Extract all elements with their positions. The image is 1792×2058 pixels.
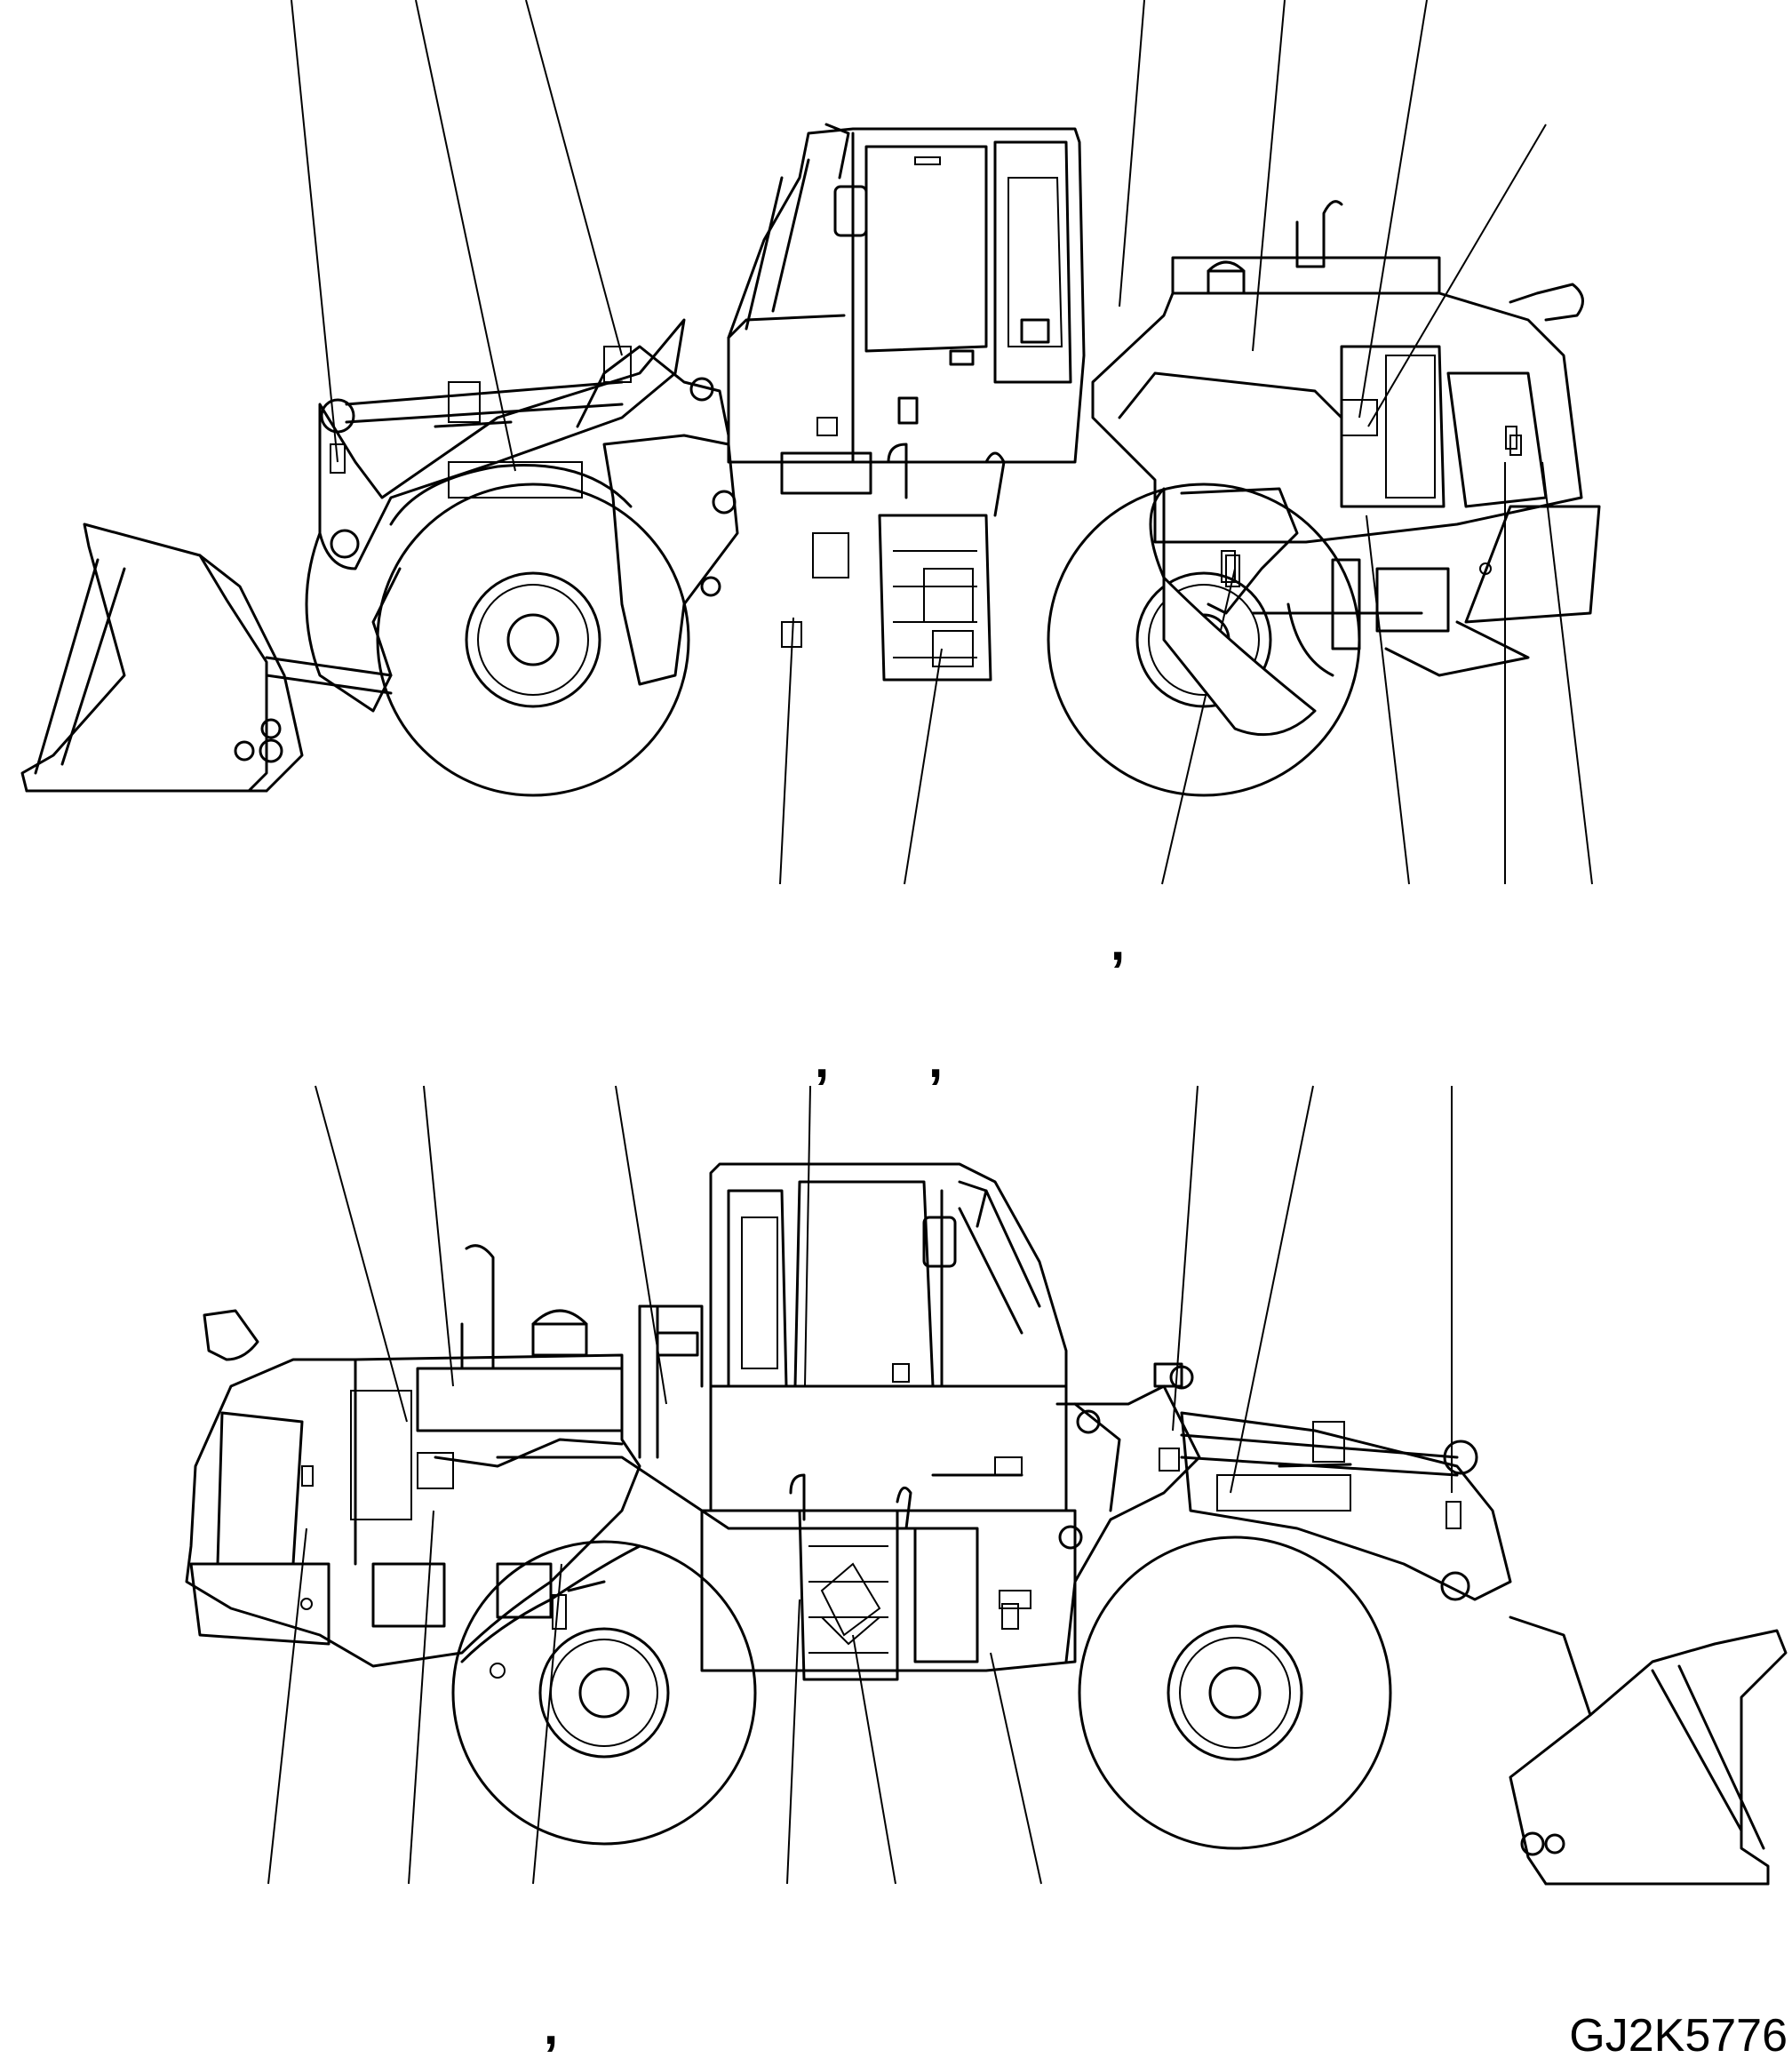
grille-left — [350, 1390, 412, 1520]
handrails — [638, 1304, 704, 1459]
front-frame-right — [1055, 1362, 1201, 1663]
bottom-leader-lines — [267, 1085, 1453, 1885]
rear-frame-right — [371, 1562, 606, 1679]
engine-hood — [1091, 200, 1601, 624]
bucket-right — [1509, 1615, 1788, 1886]
front-wheel-right — [1078, 1536, 1392, 1850]
steps — [812, 443, 1006, 682]
engine-hood-right — [185, 1244, 641, 1668]
steps-right — [789, 1473, 1031, 1681]
front-wheel — [376, 483, 690, 797]
separator-mark: , — [928, 1031, 943, 1089]
lift-arm — [260, 318, 686, 739]
rear-wheel-right — [451, 1540, 757, 1846]
bucket — [20, 522, 304, 793]
separator-mark: , — [544, 1998, 558, 2055]
right-side-view: , , , — [185, 1031, 1788, 2058]
lift-arm-right — [1180, 1411, 1512, 1601]
cab-right — [709, 1162, 1068, 1512]
left-side-view: , — [20, 0, 1601, 971]
decals — [448, 426, 1517, 648]
separator-mark: , — [1111, 913, 1125, 971]
front-frame — [576, 345, 739, 686]
top-leader-lines — [291, 0, 1593, 885]
reference-code: GJ2K5776 — [1569, 2010, 1788, 2058]
rear-wheel — [1047, 483, 1361, 797]
rear-grille — [1385, 355, 1436, 499]
cab — [727, 123, 1086, 495]
separator-mark: , — [815, 1031, 829, 1089]
rear-frame — [1180, 487, 1530, 677]
center-frame — [496, 1456, 1077, 1672]
